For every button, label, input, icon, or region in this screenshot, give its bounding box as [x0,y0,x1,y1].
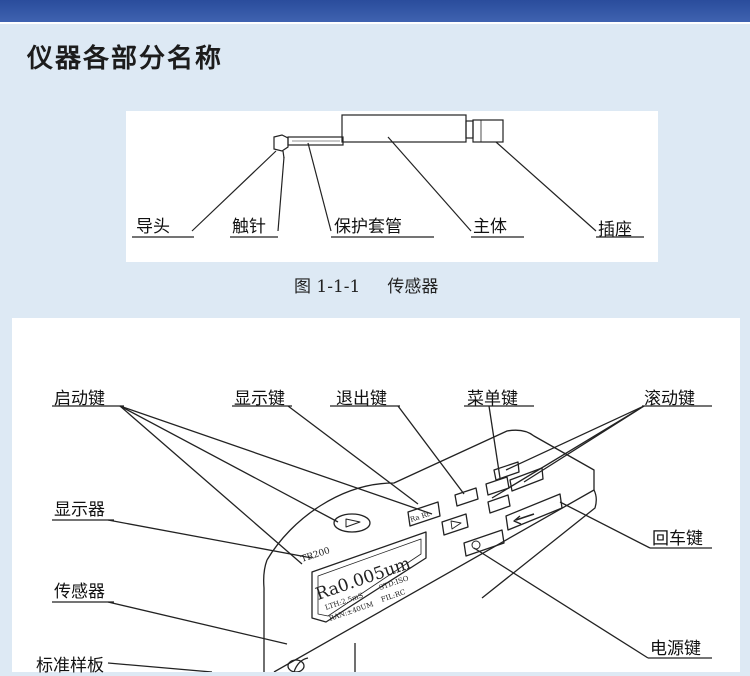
device-top-outline [266,429,595,672]
screen-model: TR200 [300,546,332,565]
label-exit-key: 退出键 [336,389,387,409]
device-figure-panel: TR200 Ra0.005um LTH:2.5mS STD:ISO RAN:±4… [12,318,740,676]
label-menu-key: 菜单键 [467,389,518,409]
socket-shape [472,119,504,143]
stylus-shape [282,150,285,159]
device-drawing: TR200 Ra0.005um LTH:2.5mS STD:ISO RAN:±4… [52,405,712,672]
device-front-left-edge [262,559,268,672]
play-key-shape [441,513,469,536]
label-power-key: 电源键 [650,639,701,659]
banner-divider [0,22,750,24]
label-socket: 插座 [598,220,632,240]
main-body-shape [341,114,467,143]
power-key-shape [463,529,505,557]
display-key-text: Ra Rt [409,510,431,524]
label-enter-key: 回车键 [652,529,703,549]
enter-key-shape [505,493,563,531]
display-screen [311,531,427,623]
top-banner [0,0,750,22]
label-scroll-key: 滚动键 [644,389,695,409]
page-title: 仪器各部分名称 [27,44,224,74]
device-right-edge [481,489,597,599]
label-standard-sample: 标准样板 [36,656,104,676]
label-sensor: 传感器 [54,582,105,602]
scroll-down-key-shape [509,467,544,492]
caption-number: 图 1-1-1 [294,277,361,297]
sensor-figure-caption: 图 1-1-1 传感器 [294,272,438,297]
protective-tube-shape [287,136,344,146]
label-stylus: 触针 [232,217,266,237]
sensor-drawing [132,114,644,238]
label-start-key: 启动键 [54,389,105,409]
label-main-body: 主体 [473,217,507,237]
guide-head-shape [273,134,289,152]
socket-collar-shape [465,120,474,139]
scroll-up-key-shape [493,461,520,481]
label-guide-head: 导头 [136,217,170,237]
label-protective-tube: 保护套管 [334,217,402,237]
caption-title: 传感器 [387,277,439,297]
display-key-shape [407,501,441,527]
start-key-shape [333,513,371,533]
label-display-key: 显示键 [234,389,285,409]
exit-key-shape [454,487,479,507]
label-display: 显示器 [54,500,105,520]
sensor-figure-panel: 导头 触针 保护套管 主体 插座 [126,111,658,262]
device-bottom-curve [293,657,309,672]
